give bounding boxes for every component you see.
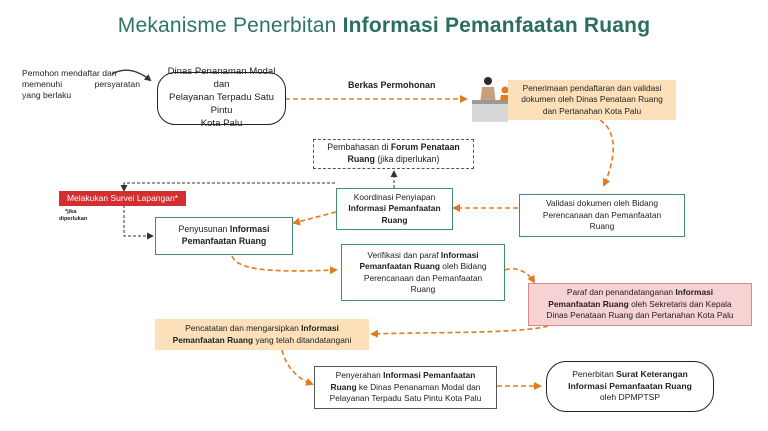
node-text: Paraf dan penandatanganan xyxy=(566,287,676,298)
intro-line: Pemohon mendaftar dan xyxy=(22,68,117,78)
node-pencatatan: Pencatatan dan mengarsipkan Informasi Pe… xyxy=(155,319,369,350)
node-text-bold: Informasi Pemanfaatan Ruang xyxy=(568,380,692,391)
edge-paraf-pencatatan xyxy=(370,325,549,338)
node-penyusunan: Penyusunan Informasi Pemanfaatan Ruang xyxy=(155,217,293,255)
node-paraf: Paraf dan penandatanganan Informasi Pema… xyxy=(528,283,752,326)
node-text: dan Pertanahan Kota Palu xyxy=(542,105,642,116)
node-text: Pembahasan di xyxy=(327,142,391,153)
edge-verifikasi-paraf xyxy=(504,267,536,284)
node-text: oleh Bidang xyxy=(439,261,487,272)
node-text: Perencanaan dan Pemanfaatan xyxy=(542,209,662,220)
edge-koordinasi-penyusunan xyxy=(292,211,337,226)
intro-text: Pemohon mendaftar dan memenuhi persyarat… xyxy=(22,68,140,102)
footnote-line: *jika xyxy=(65,209,77,215)
node-text-bold: Surat Keterangan xyxy=(616,369,688,380)
intro-line: memenuhi persyaratan xyxy=(22,79,140,90)
node-text-bold: Pemanfaatan Ruang xyxy=(181,236,267,246)
node-text: Kota Palu xyxy=(200,117,243,129)
node-text: dokumen oleh Dinas Penataan Ruang xyxy=(521,94,663,105)
node-text: Penerbitan xyxy=(572,369,617,380)
node-text: Dinas Penataan Ruang dan Pertanahan Kota… xyxy=(546,310,734,321)
person-at-counter-icon xyxy=(472,77,510,122)
node-text-bold: Pemanfaatan Ruang xyxy=(548,298,629,309)
intro-line: yang berlaku xyxy=(22,90,72,101)
node-penyerahan: Penyerahan Informasi Pemanfaatan Ruang k… xyxy=(314,366,497,409)
node-koordinasi: Koordinasi Penyiapan Informasi Pemanfaat… xyxy=(336,188,453,230)
node-text: Pelayanan Terpadu Satu Pintu xyxy=(169,92,274,116)
page-title: Mekanisme Penerbitan Informasi Pemanfaat… xyxy=(117,14,651,37)
node-text: Penyerahan xyxy=(335,370,384,381)
node-text-bold: Informasi xyxy=(440,249,479,260)
node-dinas: Dinas Penanaman Modal dan Pelayanan Terp… xyxy=(157,66,286,129)
edge-penerimaan-validasi xyxy=(599,119,614,187)
node-text: (jika diperlukan) xyxy=(374,154,440,164)
node-text: Dinas Penanaman Modal dan xyxy=(167,66,276,91)
survei-footnote: *jika diperlukan xyxy=(59,209,87,223)
node-text-bold: Ruang xyxy=(347,154,375,164)
node-text-bold: Ruang xyxy=(330,381,357,392)
node-text-bold: Ruang xyxy=(381,214,408,225)
node-penerbitan: Penerbitan Surat Keterangan Informasi Pe… xyxy=(546,361,714,412)
node-text: Validasi dokumen oleh Bidang xyxy=(545,198,659,209)
edge-survei-penyusunan xyxy=(123,205,154,240)
node-text: oleh DPMPTSP xyxy=(599,392,661,403)
node-text-bold: Informasi xyxy=(675,287,714,298)
node-text-bold: Informasi Pemanfaatan xyxy=(348,203,441,214)
node-text: Ruang xyxy=(410,283,436,294)
node-text-bold: Forum Penataan xyxy=(390,142,460,153)
node-text-bold: Informasi xyxy=(301,323,339,334)
node-text: Ruang xyxy=(589,221,615,232)
node-text: oleh Sekretaris dan Kepala xyxy=(628,298,732,309)
node-pembahasan: Pembahasan di Forum Penataan Ruang (jika… xyxy=(313,139,474,169)
node-penerimaan: Penerimaan pendaftaran dan validasi doku… xyxy=(508,80,676,120)
node-text: Verifikasi dan paraf xyxy=(367,249,441,260)
node-text: Koordinasi Penyiapan xyxy=(353,191,436,202)
node-text: ke Dinas Penanaman Modal dan xyxy=(356,381,481,392)
node-text-bold: Informasi Pemanfaatan xyxy=(383,370,476,381)
edge-penyusunan-verifikasi xyxy=(231,255,338,275)
node-survei: Melakukan Survei Lapangan* xyxy=(59,191,186,206)
edge-koordinasi-survei xyxy=(120,182,335,192)
node-text: Pencatatan dan mengarsipkan xyxy=(185,323,302,334)
node-text: Pelayanan Terpadu Satu Pintu Kota Palu xyxy=(329,393,482,404)
node-text: yang telah ditandatangani xyxy=(253,334,352,345)
node-text: Melakukan Survei Lapangan* xyxy=(66,192,179,203)
edge-intro xyxy=(111,69,152,82)
edge-label-berkas: Berkas Permohonan xyxy=(348,80,436,90)
node-text: Perencanaan dan Pemanfaatan xyxy=(363,272,483,283)
node-text: Penyusunan xyxy=(178,224,230,235)
node-verifikasi: Verifikasi dan paraf Informasi Pemanfaat… xyxy=(341,244,505,301)
node-text: Penerimaan pendaftaran dan validasi xyxy=(522,82,662,93)
footnote-line: diperlukan xyxy=(59,215,88,222)
node-text-bold: Pemanfaatan Ruang xyxy=(359,261,440,272)
edge-pencatatan-penyerahan xyxy=(281,349,314,386)
node-validasi: Validasi dokumen oleh Bidang Perencanaan… xyxy=(519,194,685,237)
node-text-bold: Pemanfaatan Ruang xyxy=(172,334,254,345)
node-text-bold: Informasi xyxy=(229,224,270,235)
